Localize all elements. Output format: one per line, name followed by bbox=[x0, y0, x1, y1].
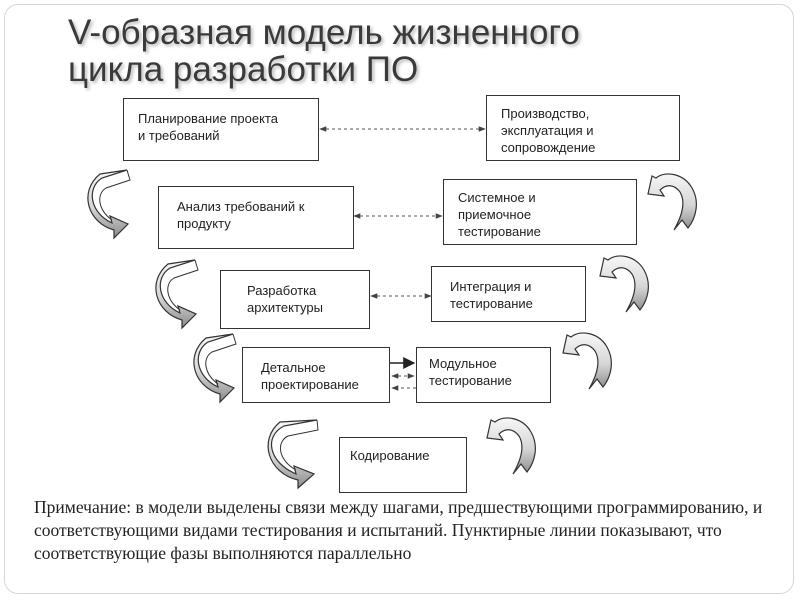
curl-arrow-left-3 bbox=[193, 333, 237, 404]
curl-arrow-left-1 bbox=[87, 169, 131, 240]
step-coding: Кодирование bbox=[339, 437, 467, 493]
curl-arrow-right-4 bbox=[486, 417, 536, 475]
step-planning: Планирование проекта и требований bbox=[123, 98, 319, 161]
step-system-testing: Системное и приемочное тестирование bbox=[443, 179, 637, 245]
title-line-1: V-образная модель жизненного bbox=[68, 13, 580, 52]
curl-arrow-right-1 bbox=[647, 173, 697, 231]
slide-title: V-образная модель жизненного цикла разра… bbox=[68, 14, 768, 88]
step-detailed-design: Детальное проектирование bbox=[242, 347, 390, 403]
step-integration-testing: Интеграция и тестирование bbox=[431, 266, 586, 322]
footnote: Примечание: в модели выделены связи межд… bbox=[34, 497, 763, 563]
curl-arrow-left-2 bbox=[155, 259, 199, 330]
curl-arrow-left-4 bbox=[267, 419, 319, 490]
title-line-2: цикла разработки ПО bbox=[68, 50, 419, 89]
step-unit-testing: Модульное тестирование bbox=[416, 347, 551, 403]
curl-arrow-right-3 bbox=[562, 332, 612, 390]
step-architecture: Разработка архитектуры bbox=[220, 270, 370, 329]
step-requirements-analysis: Анализ требований к продукту bbox=[158, 186, 354, 249]
step-production: Производство, эксплуатация и сопровожден… bbox=[486, 95, 680, 161]
curl-arrow-right-2 bbox=[599, 255, 649, 313]
